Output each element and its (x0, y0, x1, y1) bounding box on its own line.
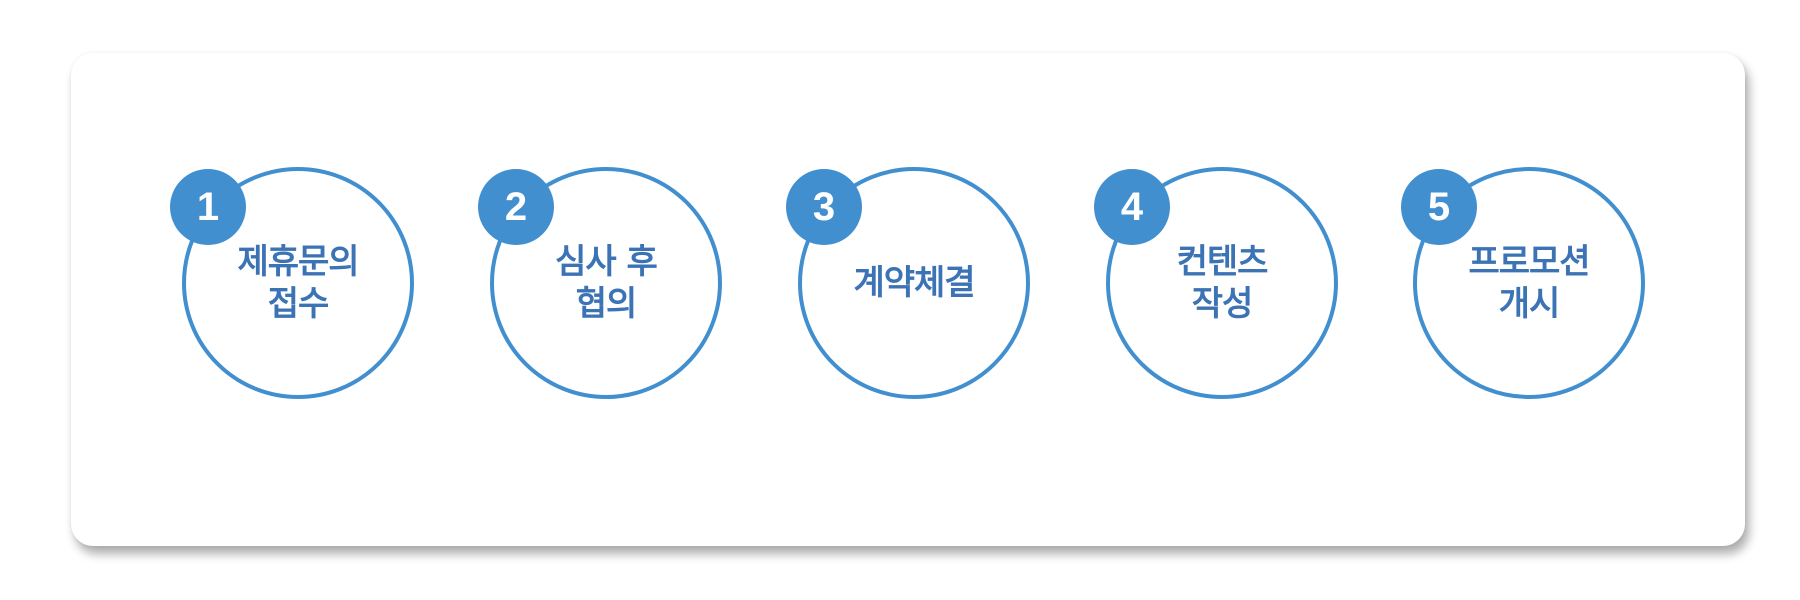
step-number-badge: 2 (478, 169, 554, 245)
step-label: 제휴문의 접수 (182, 167, 414, 399)
step-label-line2: 개시 (1498, 284, 1561, 324)
step-label-line1: 심사 후 (555, 242, 658, 282)
step-label-line1: 프로모션 (1468, 242, 1590, 282)
step-1: 제휴문의 접수 1 (170, 167, 414, 399)
step-label: 컨텐츠 작성 (1106, 167, 1338, 399)
step-label-line2: 협의 (575, 284, 638, 324)
step-label-line1: 컨텐츠 (1176, 242, 1269, 282)
step-number-badge: 4 (1094, 169, 1170, 245)
step-number-badge: 1 (170, 169, 246, 245)
step-circle (1413, 167, 1645, 399)
step-4: 컨텐츠 작성 4 (1094, 167, 1338, 399)
step-label: 심사 후 협의 (490, 167, 722, 399)
step-label-line2: 작성 (1191, 284, 1254, 324)
step-3: 계약체결 3 (786, 167, 1030, 399)
step-2: 심사 후 협의 2 (478, 167, 722, 399)
step-label-line1: 제휴문의 (237, 242, 359, 282)
step-label-line2: 접수 (267, 284, 330, 324)
step-label-line1: 계약체결 (853, 263, 975, 303)
step-number-badge: 5 (1401, 169, 1477, 245)
step-label: 계약체결 (798, 167, 1030, 399)
step-label: 프로모션 개시 (1413, 167, 1645, 399)
step-5: 프로모션 개시 5 (1401, 167, 1645, 399)
step-number-badge: 3 (786, 169, 862, 245)
